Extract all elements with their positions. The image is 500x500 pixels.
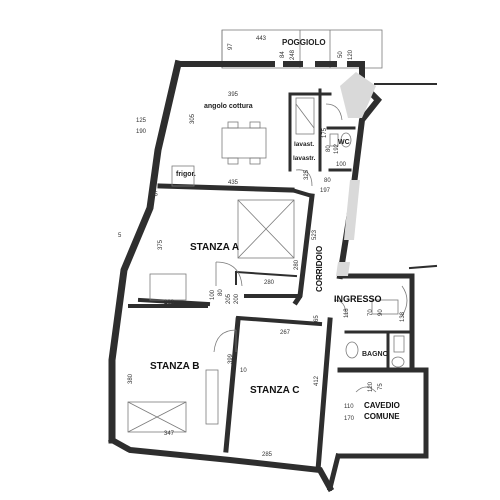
dim-170: 170 — [344, 416, 355, 422]
dim-84: 84 — [280, 51, 286, 58]
dim-100b: 100 — [210, 289, 216, 300]
dim-267: 267 — [280, 330, 291, 336]
dim-118: 118 — [344, 308, 350, 318]
stanza-c-label: STANZA C — [250, 385, 299, 396]
ingresso-label: INGRESSO — [334, 294, 382, 304]
room-labels: POGGIOLO angolo cottura frigor. lavast. … — [150, 38, 400, 421]
dim-325: 325 — [304, 169, 310, 180]
dim-435: 435 — [228, 180, 239, 186]
dim-395: 395 — [228, 92, 239, 98]
dim-399: 399 — [228, 353, 234, 364]
dim-197: 197 — [320, 188, 331, 194]
dim-10: 10 — [240, 368, 247, 374]
frigor-label: frigor. — [176, 171, 196, 178]
dim-97: 97 — [228, 43, 234, 50]
stanza-a-label: STANZA A — [190, 242, 239, 253]
dim-65a: 65 — [151, 192, 158, 198]
lavastr-label: lavastr. — [293, 155, 316, 162]
dim-443: 443 — [256, 36, 267, 42]
dim-80b: 80 — [324, 178, 331, 184]
dim-248: 248 — [290, 49, 296, 60]
dim-203: 203 — [164, 300, 175, 306]
dim-125: 125 — [136, 118, 147, 124]
interior-walls — [128, 88, 412, 473]
furniture — [127, 97, 405, 433]
doors — [213, 103, 408, 393]
dim-75: 75 — [378, 383, 384, 390]
cavedio-label: CAVEDIO — [364, 401, 400, 410]
dim-380: 380 — [128, 373, 134, 384]
dim-280b: 280 — [264, 280, 275, 286]
dim-375: 375 — [158, 239, 164, 250]
dim-90: 90 — [378, 309, 384, 316]
dim-100: 100 — [336, 162, 347, 168]
comune-label: COMUNE — [364, 412, 400, 421]
stanza-b-label: STANZA B — [150, 361, 199, 372]
dim-65b: 65 — [314, 315, 320, 322]
dim-190: 190 — [136, 129, 147, 135]
dim-120b: 120 — [368, 381, 374, 392]
dim-205: 205 — [226, 293, 232, 304]
dim-110: 110 — [344, 404, 354, 410]
corridoio-label: CORRIDOIO — [315, 246, 324, 292]
exterior-walls — [107, 59, 438, 493]
dim-305: 305 — [190, 113, 196, 124]
dim-192: 192 — [334, 143, 340, 154]
dim-120a: 120 — [348, 49, 354, 60]
dimension-labels: 443 97 84 248 50 120 395 125 190 305 175… — [118, 36, 406, 458]
dim-175: 175 — [322, 127, 328, 138]
dim-50: 50 — [338, 51, 344, 58]
dim-523: 523 — [312, 229, 318, 240]
wc-label: WC — [338, 139, 350, 146]
dim-5: 5 — [118, 233, 122, 239]
dim-280a: 280 — [294, 259, 300, 270]
lavast-label: lavast. — [294, 141, 314, 148]
hatched-areas — [336, 72, 376, 276]
dim-80a: 80 — [326, 145, 332, 152]
dim-347: 347 — [164, 431, 175, 437]
dim-200: 200 — [234, 293, 240, 304]
bagno-label: BAGNO — [362, 351, 389, 358]
dim-80c: 80 — [218, 289, 224, 296]
dim-285: 285 — [262, 452, 273, 458]
dim-138: 138 — [400, 311, 406, 322]
dim-70: 70 — [368, 309, 374, 316]
dim-412: 412 — [314, 375, 320, 386]
poggiolo-label: POGGIOLO — [282, 38, 326, 47]
angolo-cottura-label: angolo cottura — [204, 103, 253, 110]
